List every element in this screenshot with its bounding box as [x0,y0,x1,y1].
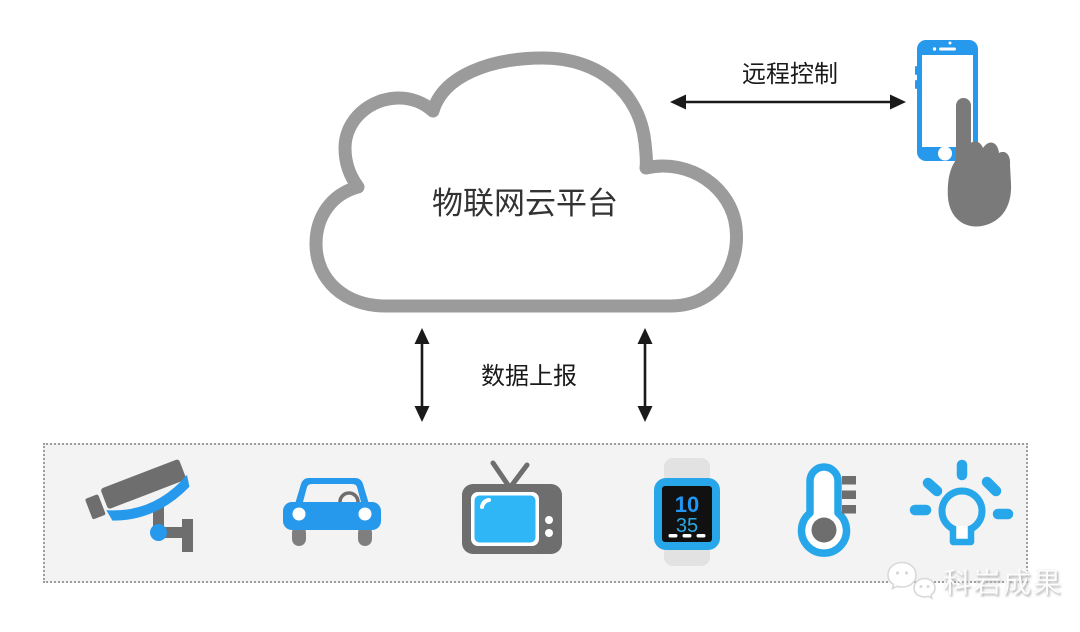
car-icon [283,478,381,546]
watch-hours: 10 [675,492,699,517]
cloud-platform-label: 物联网云平台 [432,186,618,221]
cctv-camera-icon [85,459,193,552]
cloud-outline [309,51,743,313]
watch-minutes: 35 [676,515,698,537]
phone-home-button [938,146,952,161]
watermark: 科岩成果 [886,561,1063,601]
cloud-shape: 物联网云平台 [309,51,743,313]
wechat-logo-icon [887,561,936,600]
tv-icon [462,460,562,554]
remote-control-arrow [670,94,906,110]
data-report-arrow-left [414,328,430,422]
thermometer-icon [797,463,856,557]
light-bulb-icon [909,459,1014,546]
remote-control-label: 远程控制 [742,61,838,88]
data-report-arrow-right [637,328,653,422]
watermark-text: 科岩成果 [943,567,1064,598]
data-report-label: 数据上报 [481,363,577,390]
pointing-hand-icon [947,98,1012,227]
smartwatch-icon: 10 35 [654,458,720,566]
smartphone-with-hand-icon [915,40,1012,227]
